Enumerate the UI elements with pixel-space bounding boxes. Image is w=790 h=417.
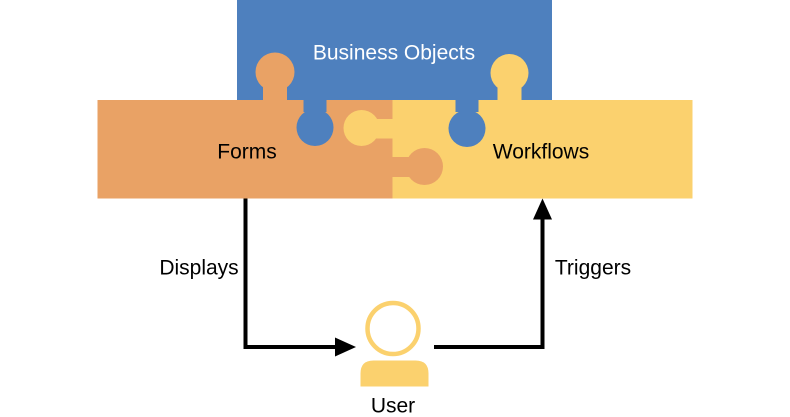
forms-body	[97, 100, 393, 199]
user-label: User	[370, 394, 416, 417]
orange-knob-head-right	[406, 148, 443, 185]
forms-knobs	[255, 52, 443, 185]
yellow-knob-stem-left	[375, 119, 394, 139]
business-objects-label: Business Objects	[312, 41, 476, 65]
user-icon-body	[360, 360, 429, 387]
user-icon-head	[365, 300, 421, 357]
displays-arrowhead	[335, 337, 356, 357]
orange-knob-head-up	[255, 52, 295, 92]
business-objects-knobs	[296, 98, 486, 147]
forms-piece	[97, 100, 393, 199]
displays-arrow-line	[243, 198, 336, 349]
triggers-arrowhead	[533, 198, 552, 220]
yellow-knob-head-left	[343, 110, 380, 146]
workflows-knobs	[343, 54, 529, 146]
blue-knob-stem-left	[303, 98, 327, 112]
triggers-label: Triggers	[554, 256, 632, 280]
forms-label: Forms	[217, 140, 277, 164]
blue-knob-head-left	[296, 109, 334, 146]
triggers-arrow-line	[434, 218, 545, 349]
user-icon	[360, 300, 429, 387]
blue-knob-head-right	[448, 110, 486, 147]
workflows-body	[392, 100, 693, 199]
workflows-label: Workflows	[492, 140, 590, 164]
blue-knob-stem-right	[455, 98, 479, 112]
displays-label: Displays	[159, 256, 239, 280]
workflows-piece	[392, 100, 693, 199]
yellow-knob-head-up	[490, 54, 529, 92]
